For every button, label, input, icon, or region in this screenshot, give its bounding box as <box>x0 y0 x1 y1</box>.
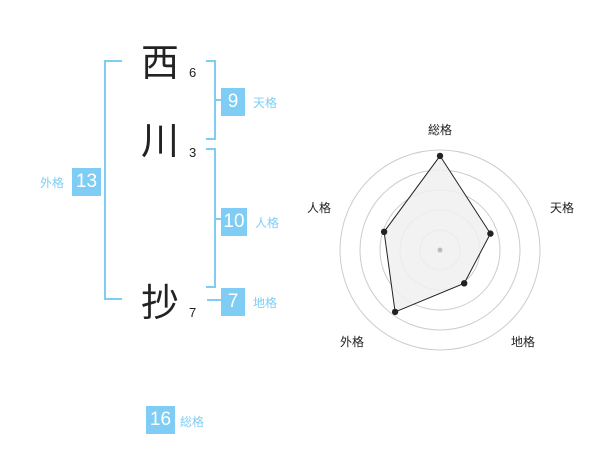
chikaku-badge: 7 <box>221 288 245 316</box>
tenkaku-label: 天格 <box>253 96 278 110</box>
chikaku-label: 地格 <box>253 296 278 310</box>
soukaku-label: 総格 <box>180 415 205 429</box>
gaikaku-bracket <box>104 60 122 300</box>
radar-point-3 <box>391 308 399 316</box>
jinkaku-bracket <box>206 148 216 288</box>
stroke-count-3: 7 <box>189 305 197 320</box>
radar-label-gaikaku: 外格 <box>340 335 365 349</box>
soukaku-badge: 16 <box>146 406 175 434</box>
radar-label-chikaku: 地格 <box>511 335 536 349</box>
jinkaku-label: 人格 <box>255 216 280 230</box>
chikaku-connector <box>207 299 221 301</box>
gaikaku-badge: 13 <box>72 168 101 196</box>
radar-area <box>383 155 491 313</box>
radar-label-soukaku: 総格 <box>428 123 453 137</box>
radar-point-2 <box>461 280 468 287</box>
stroke-count-1: 6 <box>189 65 197 80</box>
gaikaku-label: 外格 <box>40 176 65 190</box>
radar-point-4 <box>380 228 388 235</box>
name-char-3: 抄 <box>141 281 180 325</box>
tenkaku-bracket <box>206 60 216 140</box>
tenkaku-connector <box>216 99 221 101</box>
jinkaku-badge: 10 <box>221 208 247 236</box>
tenkaku-badge: 9 <box>221 88 245 116</box>
radar-center <box>437 247 443 253</box>
radar-ring <box>339 149 541 351</box>
stroke-count-2: 3 <box>189 145 197 160</box>
fortune-radar-chart <box>339 149 541 351</box>
radar-label-tenkaku: 天格 <box>550 201 575 215</box>
name-char-2: 川 <box>141 119 180 163</box>
radar-point-0 <box>436 152 444 160</box>
radar-point-1 <box>487 230 494 237</box>
jinkaku-connector <box>216 218 221 220</box>
radar-label-jinkaku: 人格 <box>307 201 332 215</box>
name-char-1: 西 <box>141 41 180 85</box>
